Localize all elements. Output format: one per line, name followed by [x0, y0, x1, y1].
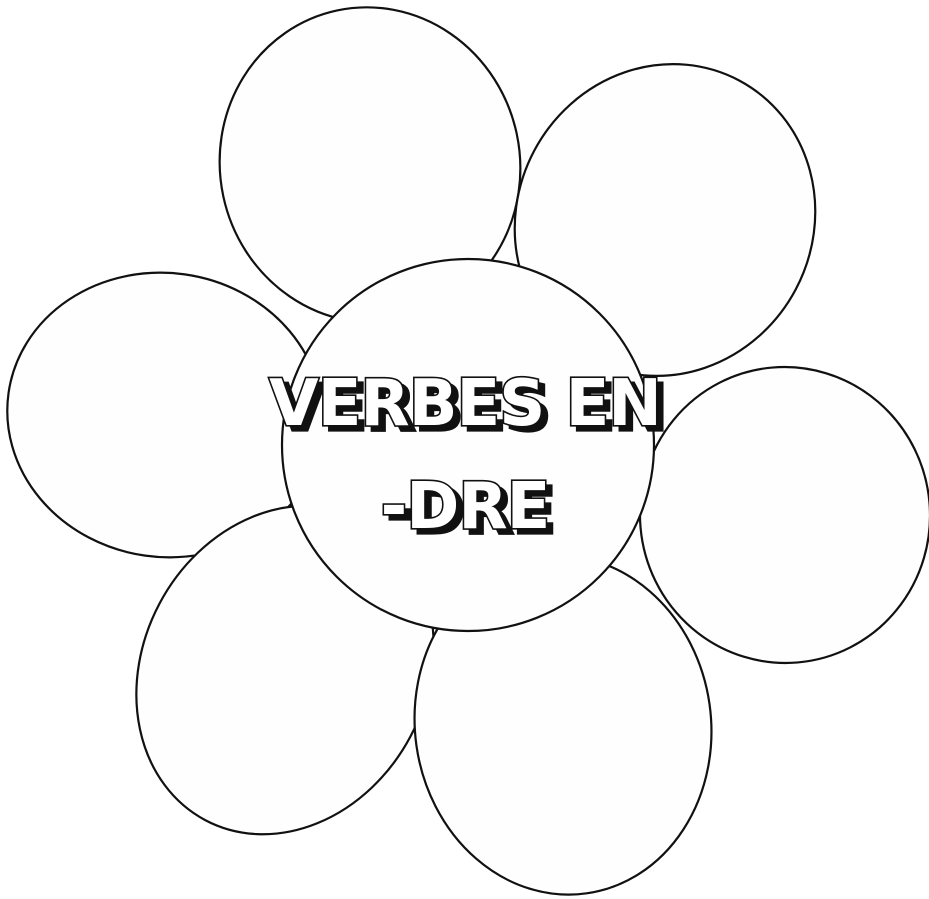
- title-line-2: -DRE: [381, 470, 550, 544]
- title-line-1: VERBES EN: [269, 367, 661, 441]
